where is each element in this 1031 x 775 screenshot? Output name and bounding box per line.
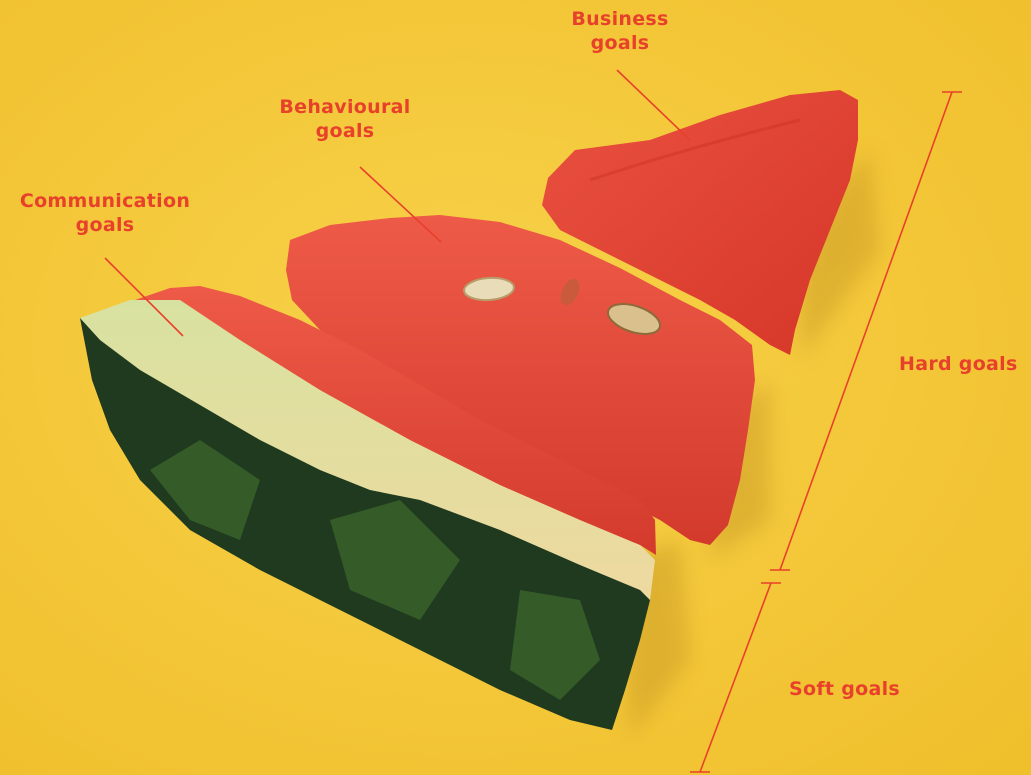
business-goals-label: Business goals bbox=[540, 7, 700, 55]
business-goals-label-line-2: goals bbox=[540, 31, 700, 55]
communication-goals-label: Communication goals bbox=[5, 189, 205, 237]
soft-goals-label: Soft goals bbox=[789, 677, 929, 701]
behavioural-goals-label-line-1: Behavioural bbox=[250, 95, 440, 119]
business-goals-label-line-1: Business bbox=[540, 7, 700, 31]
behavioural-goals-label-line-2: goals bbox=[250, 119, 440, 143]
communication-goals-label-line-2: goals bbox=[5, 213, 205, 237]
communication-goals-label-line-1: Communication bbox=[5, 189, 205, 213]
behavioural-goals-label: Behavioural goals bbox=[250, 95, 440, 143]
hard-goals-label: Hard goals bbox=[899, 352, 1031, 376]
